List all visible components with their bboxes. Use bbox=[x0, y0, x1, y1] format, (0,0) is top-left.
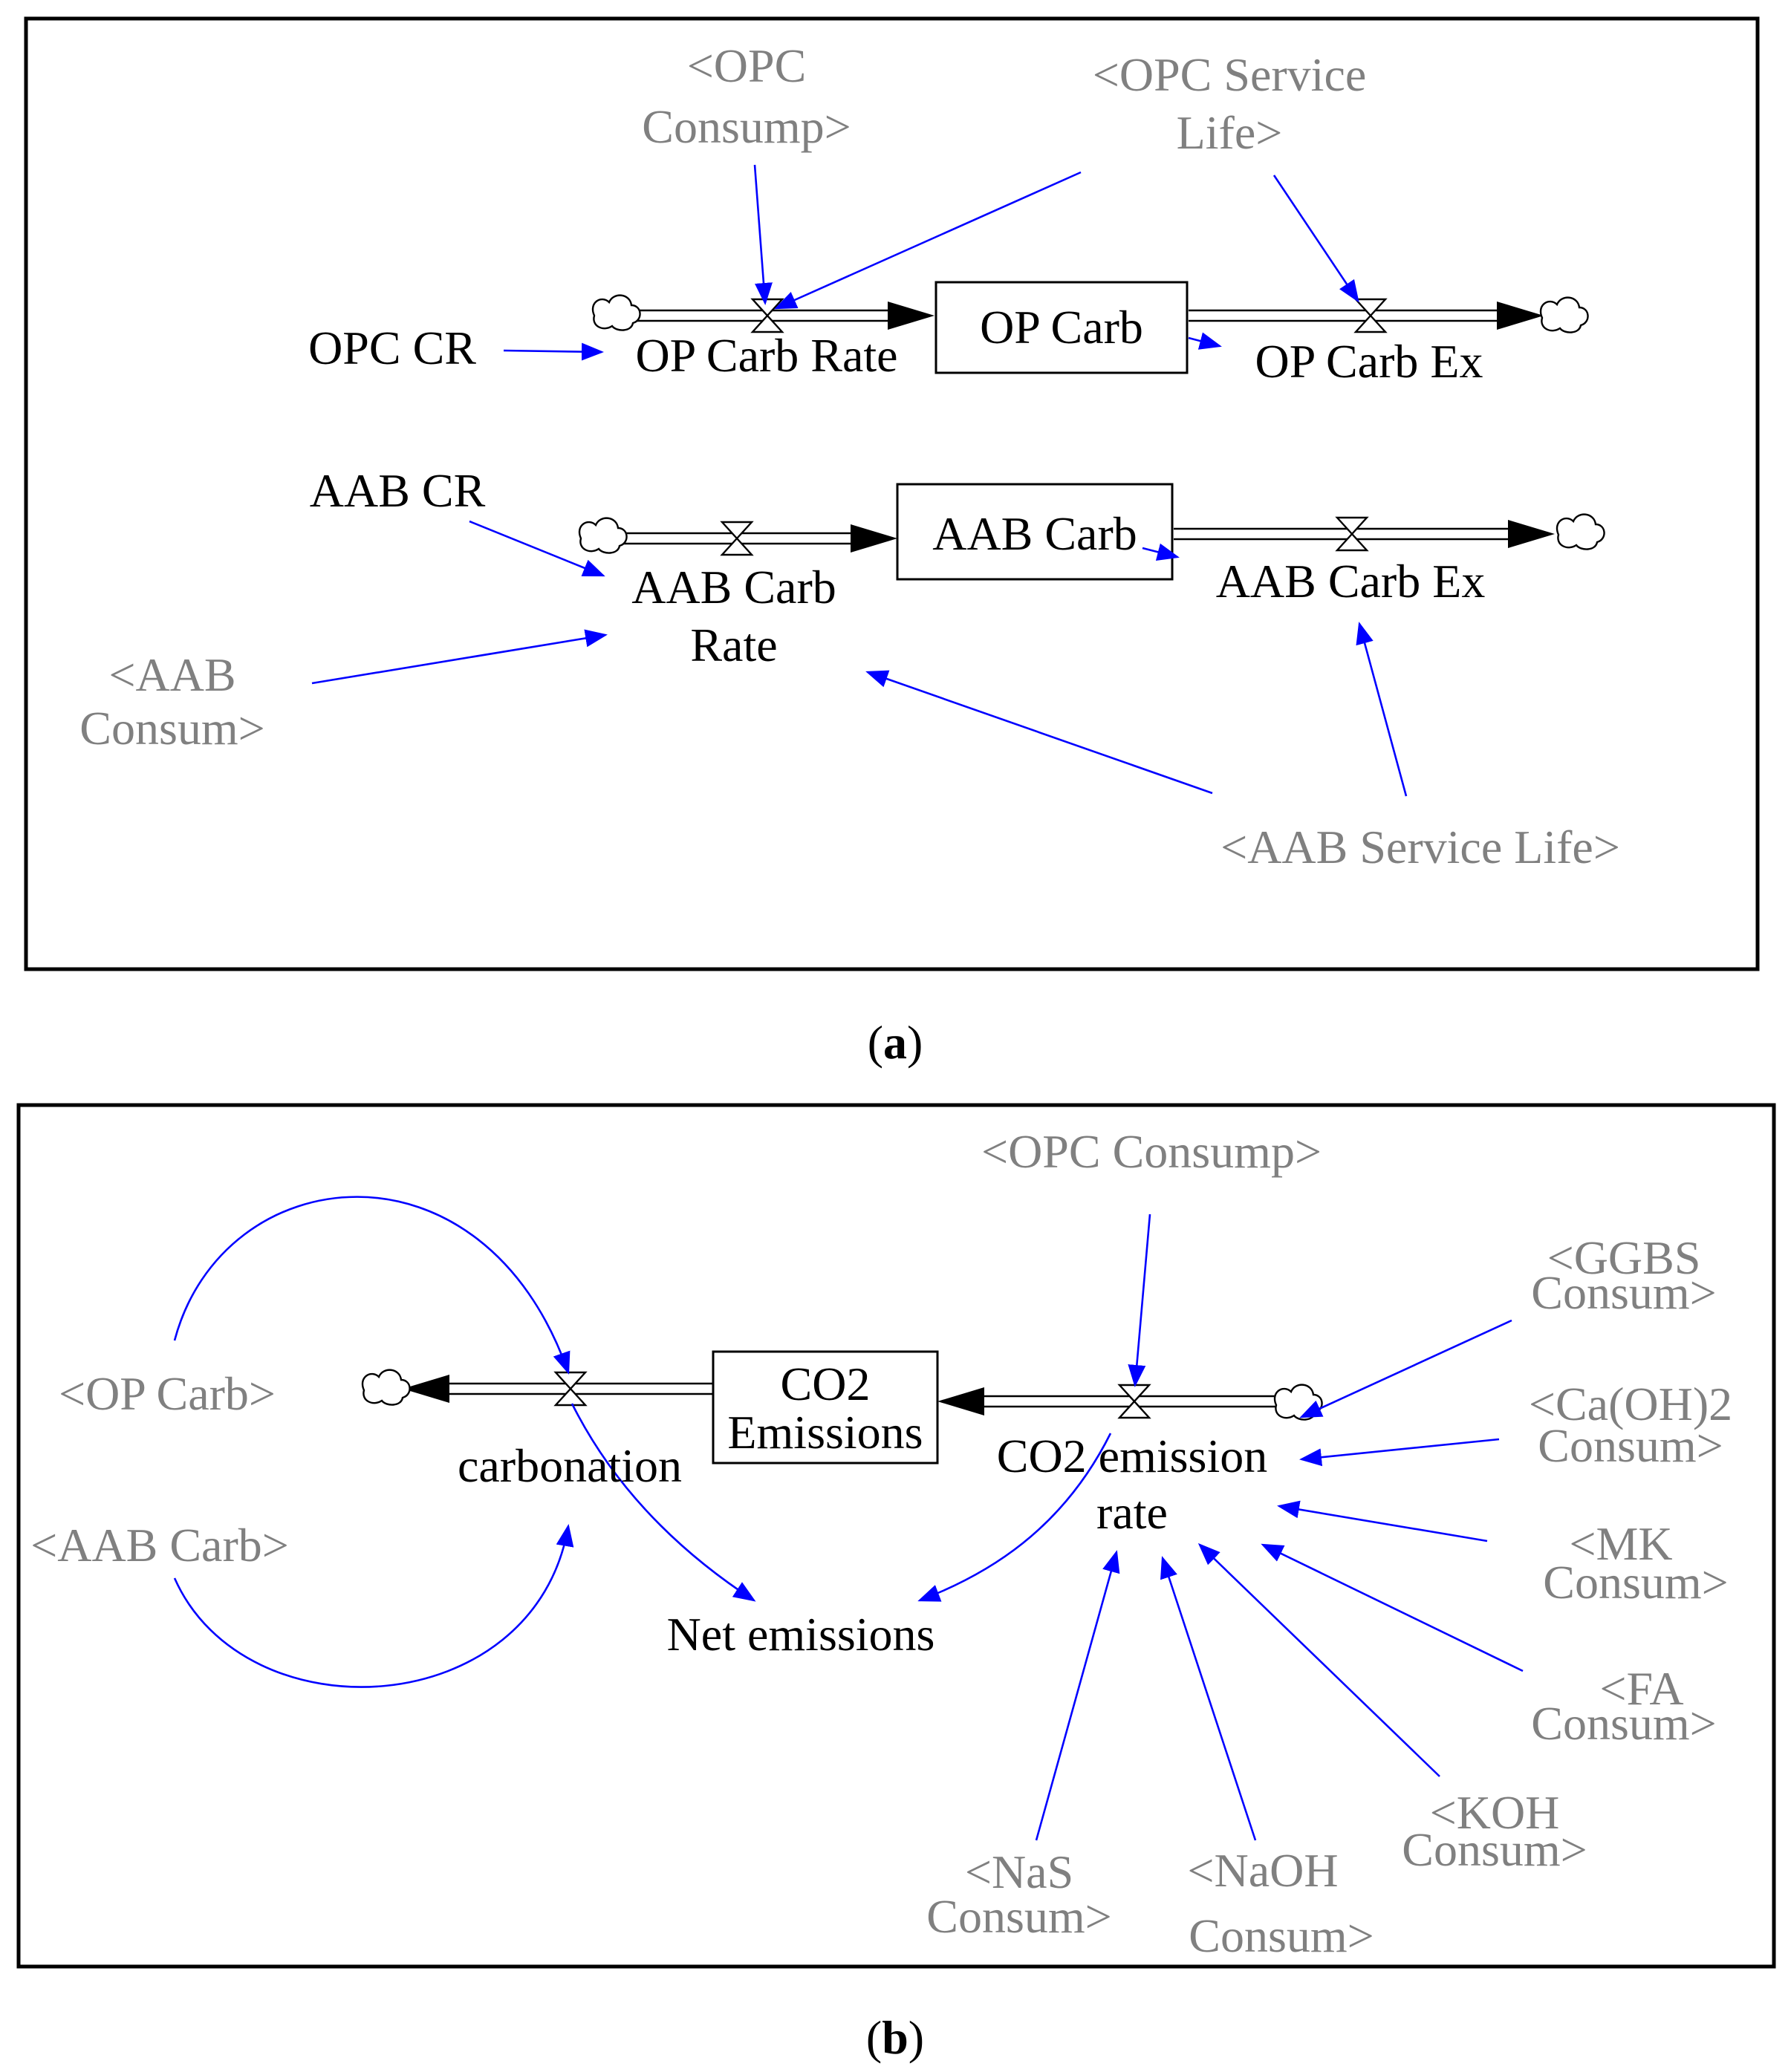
valve-icon bbox=[1353, 298, 1388, 333]
shadow-aab-carb: <AAB Carb> bbox=[30, 1519, 289, 1571]
flow-aab-carb-rate-line1: AAB Carb bbox=[631, 561, 836, 613]
variable-aab-cr: AAB CR bbox=[310, 464, 486, 517]
shadow-op-carb: <OP Carb> bbox=[59, 1367, 276, 1420]
link-aab-consum-to-aab-carb-rate bbox=[311, 629, 608, 685]
shadow-fa-line2: Consum> bbox=[1531, 1697, 1716, 1750]
shadow-opc-service-life-line2: Life> bbox=[1177, 106, 1283, 159]
caption-b: (b) bbox=[866, 2011, 924, 2064]
valve-icon bbox=[1335, 516, 1369, 552]
shadow-caoh2-line2: Consum> bbox=[1538, 1419, 1723, 1472]
cloud-sink-icon bbox=[1539, 296, 1589, 333]
link-caoh2-to-co2-rate bbox=[1299, 1438, 1500, 1467]
cloud-sink-icon bbox=[361, 1369, 411, 1406]
flow-op-carb-ex: OP Carb Ex bbox=[1255, 335, 1483, 388]
stock-aab-carb-label: AAB Carb bbox=[932, 507, 1137, 560]
stock-co2-emissions-line1: CO2 bbox=[781, 1358, 871, 1410]
link-aab-service-life-to-aab-carb-rate bbox=[865, 670, 1213, 795]
variable-net-emissions: Net emissions bbox=[667, 1608, 935, 1661]
shadow-caoh2-line1: <Ca(OH)2 bbox=[1529, 1378, 1732, 1430]
op-carb-ex-pipe bbox=[1189, 302, 1544, 330]
flow-co2-emission-rate-line1: CO2 emission bbox=[997, 1430, 1267, 1482]
flow-aab-carb-ex: AAB Carb Ex bbox=[1216, 555, 1486, 607]
link-opc-consump-to-co2-rate bbox=[1128, 1213, 1151, 1387]
cloud-sink-icon bbox=[1556, 513, 1605, 550]
stock-op-carb-label: OP Carb bbox=[980, 301, 1143, 354]
valve-icon bbox=[720, 521, 754, 556]
flow-carbonation: carbonation bbox=[458, 1439, 682, 1492]
link-ggbs-to-co2-rate bbox=[1299, 1319, 1512, 1418]
carbonation-pipe bbox=[403, 1375, 713, 1403]
cloud-source-icon bbox=[591, 294, 641, 331]
link-opc-consump-to-op-carb-rate bbox=[753, 164, 773, 305]
shadow-ggbs-line1: <GGBS bbox=[1547, 1231, 1701, 1284]
valve-icon bbox=[553, 1371, 588, 1407]
shadow-opc-consump-line1: <OPC bbox=[687, 39, 807, 92]
link-op-carb-to-carbonation bbox=[173, 1196, 571, 1375]
shadow-koh-line1: <KOH bbox=[1430, 1786, 1560, 1839]
link-carbonation-to-net-emissions bbox=[571, 1403, 756, 1602]
caption-a-letter: a bbox=[883, 1016, 907, 1069]
flow-op-carb-rate: OP Carb Rate bbox=[635, 329, 897, 382]
aab-carb-ex-pipe bbox=[1174, 520, 1555, 548]
shadow-opc-consump-line2: Consump> bbox=[642, 100, 851, 153]
shadow-fa-line1: <FA bbox=[1599, 1662, 1683, 1715]
shadow-nas-line2: Consum> bbox=[926, 1890, 1111, 1943]
shadow-nas-line1: <NaS bbox=[965, 1845, 1073, 1898]
flow-co2-emission-rate-line2: rate bbox=[1096, 1486, 1168, 1539]
aab-carb-stock bbox=[896, 483, 1174, 581]
caption-b-letter: b bbox=[882, 2011, 908, 2064]
shadow-opc-service-life-line1: <OPC Service bbox=[1093, 48, 1367, 101]
co2-emissions-stock bbox=[712, 1350, 939, 1465]
link-co2-rate-to-net-emissions bbox=[917, 1433, 1112, 1602]
valve-icon bbox=[750, 298, 784, 333]
panel-b-frame bbox=[16, 1103, 1776, 1969]
link-opc-cr-to-op-carb-rate bbox=[503, 342, 604, 361]
stock-co2-emissions-line2: Emissions bbox=[727, 1406, 923, 1459]
link-opc-service-life-to-op-carb-ex bbox=[1272, 175, 1359, 303]
link-koh-to-co2-rate bbox=[1197, 1542, 1440, 1777]
link-op-carb-to-op-carb-ex bbox=[1188, 332, 1222, 350]
op-carb-stock bbox=[934, 281, 1189, 374]
variable-opc-cr: OPC CR bbox=[308, 322, 476, 374]
shadow-mk-line2: Consum> bbox=[1543, 1556, 1728, 1609]
link-aab-carb-to-aab-carb-ex bbox=[1142, 543, 1180, 561]
cloud-source-icon bbox=[1273, 1384, 1323, 1421]
link-naoh-to-co2-rate bbox=[1160, 1556, 1257, 1841]
shadow-aab-consum-line1: <AAB bbox=[108, 648, 235, 701]
valve-icon bbox=[1117, 1384, 1151, 1419]
flow-aab-carb-rate-line2: Rate bbox=[690, 619, 777, 671]
aab-carb-rate-pipe bbox=[620, 524, 897, 553]
shadow-koh-line2: Consum> bbox=[1402, 1823, 1587, 1876]
link-aab-cr-to-aab-carb-rate bbox=[469, 520, 605, 577]
panel-a-frame bbox=[24, 16, 1760, 971]
shadow-ggbs-line2: Consum> bbox=[1531, 1266, 1716, 1319]
shadow-opc-consump: <OPC Consump> bbox=[981, 1125, 1322, 1178]
co2-emission-rate-pipe bbox=[937, 1387, 1276, 1415]
shadow-mk-line1: <MK bbox=[1569, 1517, 1672, 1570]
shadow-aab-consum-line2: Consum> bbox=[79, 702, 264, 755]
shadow-naoh-line1: <NaOH bbox=[1187, 1844, 1338, 1897]
shadow-naoh-line2: Consum> bbox=[1189, 1909, 1374, 1962]
shadow-aab-service-life: <AAB Service Life> bbox=[1220, 821, 1620, 873]
link-aab-carb-to-carbonation bbox=[173, 1524, 574, 1688]
link-nas-to-co2-rate bbox=[1035, 1550, 1120, 1841]
link-fa-to-co2-rate bbox=[1261, 1543, 1524, 1672]
link-opc-service-life-to-op-carb-rate bbox=[774, 171, 1082, 310]
link-mk-to-co2-rate bbox=[1277, 1500, 1488, 1542]
cloud-source-icon bbox=[578, 517, 628, 554]
link-aab-service-life-to-aab-carb-ex bbox=[1356, 622, 1408, 797]
caption-a: (a) bbox=[868, 1016, 923, 1069]
